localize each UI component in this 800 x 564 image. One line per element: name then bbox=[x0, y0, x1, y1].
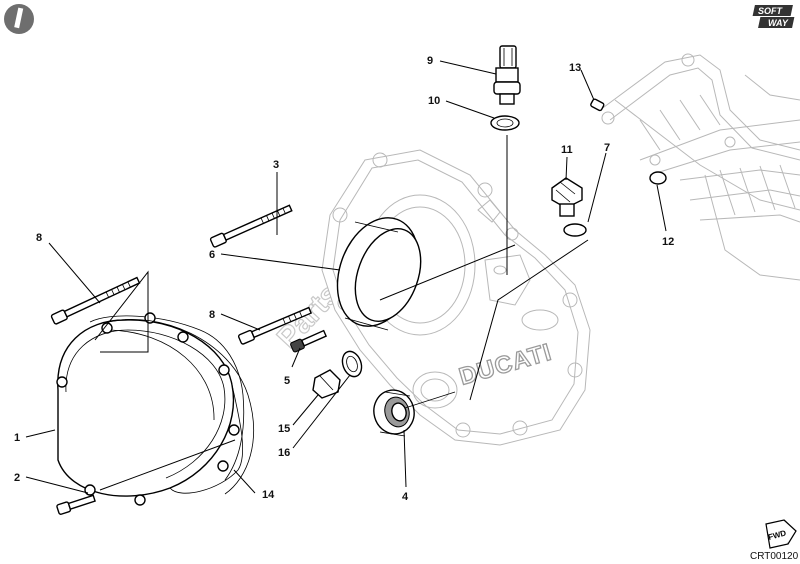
callout-3: 3 bbox=[273, 159, 279, 171]
diagram-code: CRT00120 bbox=[750, 551, 799, 562]
oil-seal-ring bbox=[336, 217, 422, 331]
frame-section bbox=[599, 53, 800, 281]
cover-leader-box bbox=[94, 270, 149, 353]
callout-13: 13 bbox=[569, 62, 581, 74]
callout-5: 5 bbox=[284, 375, 290, 387]
bolt-short bbox=[290, 329, 328, 353]
callout-14: 14 bbox=[262, 489, 275, 501]
bolt-long-left bbox=[50, 276, 141, 325]
callout-labels: 1 2 3 4 5 6 7 8 8 9 10 11 12 13 14 15 16 bbox=[14, 55, 674, 503]
drain-plug-washer-inner bbox=[346, 355, 358, 373]
forward-arrow-icon: FWD bbox=[765, 519, 797, 549]
oil-filler-plug bbox=[551, 177, 583, 217]
callout-9: 9 bbox=[427, 55, 433, 67]
seal-axis-line bbox=[404, 391, 456, 409]
callout-12: 12 bbox=[662, 236, 674, 248]
dowel-pin bbox=[590, 98, 605, 112]
bolt-bottom bbox=[56, 494, 96, 515]
drain-plug bbox=[312, 369, 341, 399]
leader-lines bbox=[25, 60, 667, 494]
info-badge-icon bbox=[4, 4, 34, 34]
callout-15: 15 bbox=[278, 423, 290, 435]
clutch-cover bbox=[57, 315, 245, 497]
logo-line-1: SOFT bbox=[758, 6, 784, 16]
callout-8-middle: 8 bbox=[209, 309, 215, 321]
plug-o-ring bbox=[563, 223, 587, 237]
temperature-sender bbox=[493, 45, 521, 105]
cover-gasket bbox=[107, 318, 254, 495]
shaft-seal bbox=[373, 389, 415, 437]
callout-8-left: 8 bbox=[36, 232, 42, 244]
callout-6: 6 bbox=[209, 249, 215, 261]
drain-plug-washer bbox=[341, 350, 363, 378]
softway-logo: SOFT WAY bbox=[752, 5, 795, 28]
bolt-3 bbox=[209, 204, 293, 248]
callout-11: 11 bbox=[561, 144, 573, 156]
sealing-washer-inner bbox=[496, 118, 514, 128]
bolt-long-middle bbox=[237, 306, 313, 345]
callout-2: 2 bbox=[14, 472, 20, 484]
logo-line-2: WAY bbox=[768, 18, 789, 28]
callout-1: 1 bbox=[14, 432, 20, 444]
callout-10: 10 bbox=[428, 95, 440, 107]
callout-4: 4 bbox=[402, 491, 409, 503]
callout-16: 16 bbox=[278, 447, 290, 459]
sealing-washer bbox=[490, 115, 520, 131]
callout-7: 7 bbox=[604, 142, 610, 154]
frame-o-ring bbox=[649, 171, 667, 185]
